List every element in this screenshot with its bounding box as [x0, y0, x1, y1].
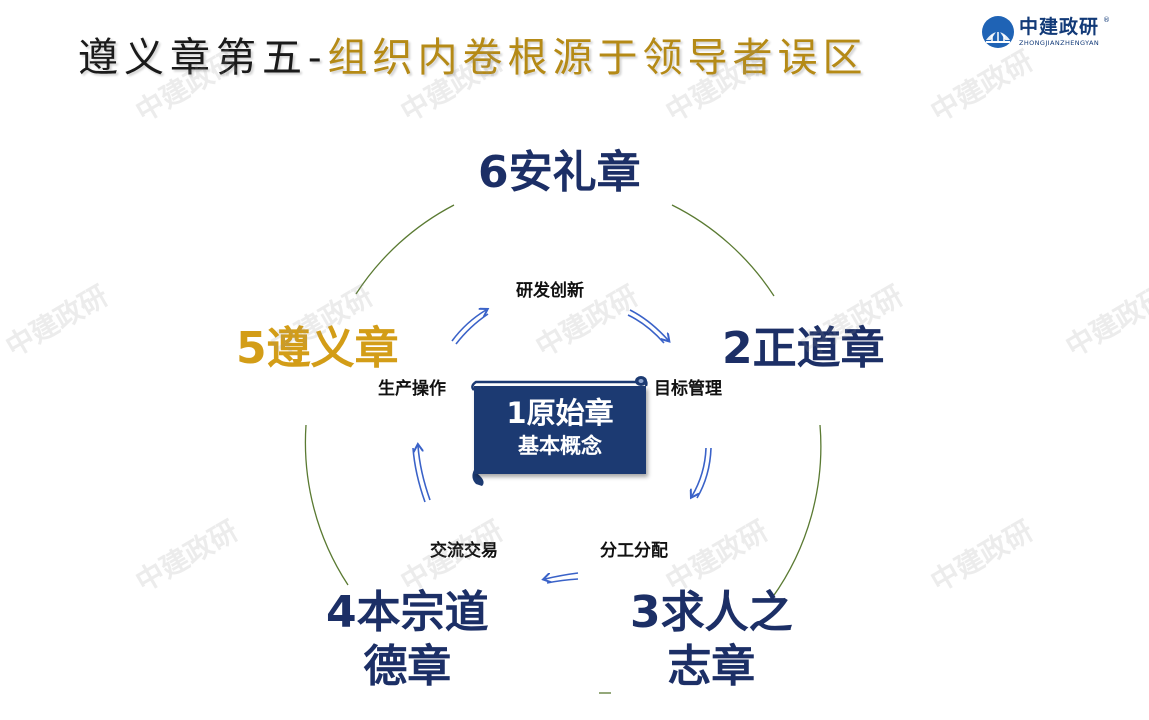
node-chapter-4: 4本宗道 德章	[326, 586, 489, 694]
arc-left	[304, 424, 349, 586]
node-chapter-3-line2: 志章	[667, 641, 756, 692]
title-topic: 组织内卷根源于领导者误区	[327, 35, 868, 81]
step-production: 生产操作	[378, 379, 446, 399]
title-chapter: 遵义章第五	[78, 35, 308, 81]
logo-registered-mark: ®	[1103, 16, 1110, 24]
logo-name: 中建政研	[1019, 16, 1100, 38]
page-title: 遵义章第五-组织内卷根源于领导者误区	[78, 38, 868, 78]
arrow-research-to-target	[627, 309, 668, 344]
arc-top-right	[671, 204, 775, 297]
company-logo: 中建政研 ® ZHONGJIANZHENGYAN	[982, 16, 1112, 50]
arrow-division-to-exchange	[545, 572, 579, 584]
center-concept-box: 1原始章 基本概念	[474, 386, 646, 474]
node-chapter-2: 2正道章	[722, 323, 885, 374]
logo-emblem-icon	[982, 16, 1014, 48]
center-title: 1原始章	[506, 396, 614, 430]
arrow-exchange-to-production	[412, 446, 431, 503]
step-target: 目标管理	[654, 379, 722, 399]
node-chapter-4-line2: 德章	[363, 641, 452, 692]
center-subtitle: 基本概念	[518, 434, 602, 458]
step-division: 分工分配	[600, 541, 668, 561]
arrow-production-to-research	[451, 310, 488, 345]
title-separator: -	[308, 35, 328, 81]
node-chapter-5: 5遵义章	[236, 323, 399, 374]
arc-right	[771, 424, 822, 599]
step-exchange: 交流交易	[430, 541, 498, 561]
node-chapter-3-line1: 3求人之	[630, 587, 793, 638]
cycle-arrows	[412, 309, 712, 584]
arrow-target-to-division	[692, 447, 712, 498]
node-chapter-3: 3求人之 志章	[630, 586, 793, 694]
outer-circle-arcs	[304, 204, 822, 694]
logo-subtitle: ZHONGJIANZHENGYAN	[1019, 39, 1100, 47]
node-chapter-6: 6安礼章	[478, 147, 641, 198]
arc-top-left	[355, 204, 455, 295]
node-chapter-4-line1: 4本宗道	[326, 587, 489, 638]
step-research: 研发创新	[516, 281, 584, 301]
